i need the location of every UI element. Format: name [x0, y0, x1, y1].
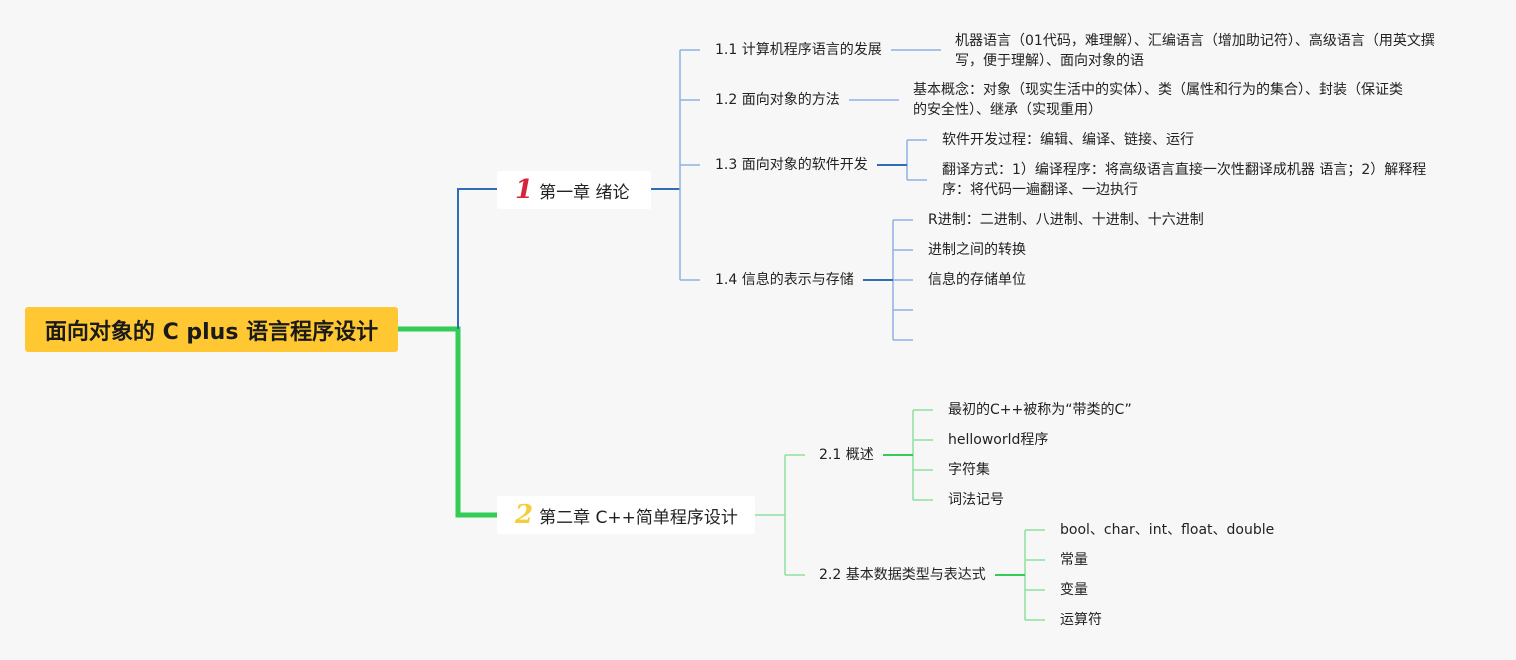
section-label: 1.2 面向对象的方法 [715, 92, 840, 108]
chapter2-label: 第二章 C++简单程序设计 [539, 507, 738, 528]
section-label: 1.1 计算机程序语言的发展 [715, 42, 882, 58]
section-1-4[interactable]: 1.4 信息的表示与存储 [715, 270, 854, 290]
leaf-2-2-4[interactable]: 运算符 [1060, 610, 1102, 630]
root-topic[interactable]: 面向对象的 C plus 语言程序设计 [25, 307, 398, 352]
leaf-2-1-4[interactable]: 词法记号 [948, 490, 1004, 510]
leaf-label: 机器语言（01代码，难理解）、汇编语言（增加助记符）、高级语言（用英文撰写，便于… [955, 33, 1435, 69]
root-to-chapter2-connector [398, 326, 497, 518]
leaf-1-3-2[interactable]: 翻译方式：1）编译程序：将高级语言直接一次性翻译成机器 语言；2）解释程序：将代… [942, 160, 1428, 200]
leaf-2-2-2[interactable]: 常量 [1060, 550, 1088, 570]
section-label: 1.3 面向对象的软件开发 [715, 157, 868, 173]
leaf-1-1-1[interactable]: 机器语言（01代码，难理解）、汇编语言（增加助记符）、高级语言（用英文撰写，便于… [955, 31, 1455, 71]
leaf-1-4-1[interactable]: R进制：二进制、八进制、十进制、十六进制 [928, 210, 1204, 230]
leaf-label: 常量 [1060, 552, 1088, 568]
leaf-label: bool、char、int、float、double [1060, 522, 1275, 538]
leaf-label: 翻译方式：1）编译程序：将高级语言直接一次性翻译成机器 语言；2）解释程序：将代… [942, 162, 1427, 198]
leaf-1-3-1[interactable]: 软件开发过程：编辑、编译、链接、运行 [942, 130, 1422, 150]
leaf-label: 词法记号 [948, 492, 1004, 508]
leaf-label: 基本概念：对象（现实生活中的实体）、类（属性和行为的集合）、封装（保证类的安全性… [913, 82, 1403, 118]
section-2-1[interactable]: 2.1 概述 [819, 445, 874, 465]
section-label: 2.1 概述 [819, 447, 874, 463]
leaf-label: 变量 [1060, 582, 1088, 598]
section-1-3[interactable]: 1.3 面向对象的软件开发 [715, 155, 868, 175]
leaf-label: 软件开发过程：编辑、编译、链接、运行 [942, 132, 1194, 148]
leaf-2-1-1[interactable]: 最初的C++被称为“带类的C” [948, 400, 1132, 420]
section-1-1[interactable]: 1.1 计算机程序语言的发展 [715, 40, 882, 60]
leaf-2-2-3[interactable]: 变量 [1060, 580, 1088, 600]
leaf-label: R进制：二进制、八进制、十进制、十六进制 [928, 212, 1204, 228]
section-label: 1.4 信息的表示与存储 [715, 272, 854, 288]
chapter1-section-emphasis [863, 164, 907, 281]
leaf-label: 进制之间的转换 [928, 242, 1026, 258]
leaf-label: helloworld程序 [948, 432, 1049, 448]
leaf-label: 最初的C++被称为“带类的C” [948, 402, 1132, 418]
chapter2-section-emphasis [883, 454, 1025, 576]
chapter2-number-badge: 2 [515, 500, 534, 530]
section-label: 2.2 基本数据类型与表达式 [819, 567, 986, 583]
leaf-label: 信息的存储单位 [928, 272, 1026, 288]
chapter2-topic[interactable]: 2 第二章 C++简单程序设计 [497, 496, 755, 534]
root-topic-label: 面向对象的 C plus 语言程序设计 [44, 319, 379, 345]
chapter1-label: 第一章 绪论 [539, 182, 630, 203]
leaf-2-1-3[interactable]: 字符集 [948, 460, 990, 480]
leaf-1-4-3[interactable]: 信息的存储单位 [928, 270, 1026, 290]
root-to-chapter1-connector [457, 188, 497, 329]
chapter1-number-badge: 1 [515, 175, 534, 205]
leaf-1-4-2[interactable]: 进制之间的转换 [928, 240, 1026, 260]
section-1-2[interactable]: 1.2 面向对象的方法 [715, 90, 840, 110]
leaf-2-2-1[interactable]: bool、char、int、float、double [1060, 520, 1274, 540]
leaf-2-1-2[interactable]: helloworld程序 [948, 430, 1048, 450]
leaf-1-2-1[interactable]: 基本概念：对象（现实生活中的实体）、类（属性和行为的集合）、封装（保证类的安全性… [913, 80, 1413, 120]
chapter1-topic[interactable]: 1 第一章 绪论 [497, 171, 651, 209]
leaf-label: 字符集 [948, 462, 990, 478]
leaf-label: 运算符 [1060, 612, 1102, 628]
section-2-2[interactable]: 2.2 基本数据类型与表达式 [819, 565, 986, 585]
